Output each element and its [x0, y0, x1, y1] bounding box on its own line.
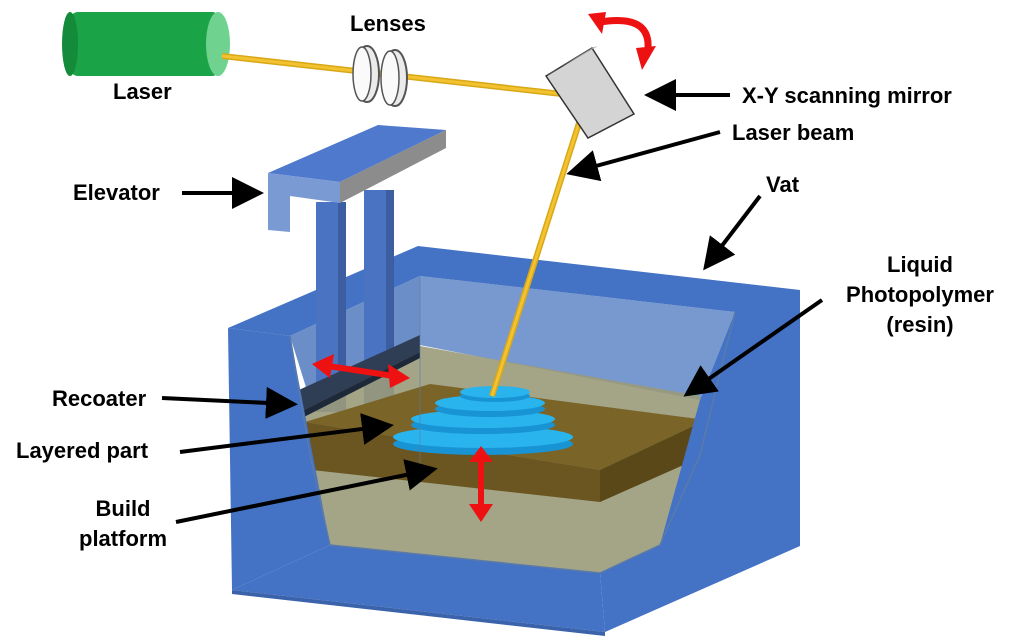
elevator-label: Elevator: [73, 180, 160, 205]
scanning-mirror: [544, 46, 636, 139]
recoater-label: Recoater: [52, 386, 147, 411]
beam-label: Laser beam: [732, 120, 854, 145]
resin-label-line3: (resin): [886, 312, 953, 337]
part-pointer: [179, 413, 394, 454]
laser-label: Laser: [113, 79, 172, 104]
part-label: Layered part: [16, 438, 149, 463]
platform-arrow: [469, 446, 493, 522]
lenses-label: Lenses: [350, 11, 426, 36]
recoater-arrow: [312, 354, 410, 388]
platform-label-line1: Build: [96, 496, 151, 521]
resin-pointer: [683, 298, 824, 397]
vat-pointer: [703, 194, 762, 271]
mirror-label: X-Y scanning mirror: [742, 83, 952, 108]
vat-front: [228, 276, 800, 636]
laser: [62, 12, 230, 76]
beam-pointer: [566, 130, 721, 182]
recoater-pointer: [161, 386, 298, 419]
rotation-arrow: [588, 12, 656, 70]
labels: Laser Lenses X-Y scanning mirror Laser b…: [16, 11, 994, 551]
resin-label-line1: Liquid: [887, 252, 953, 277]
resin-label-line2: Photopolymer: [846, 282, 994, 307]
platform-label-line2: platform: [79, 526, 167, 551]
layered-part: [393, 386, 573, 455]
platform-pointer: [175, 459, 438, 524]
lenses: [352, 45, 408, 107]
vat-label: Vat: [766, 172, 800, 197]
pointer-arrows: [161, 79, 824, 524]
